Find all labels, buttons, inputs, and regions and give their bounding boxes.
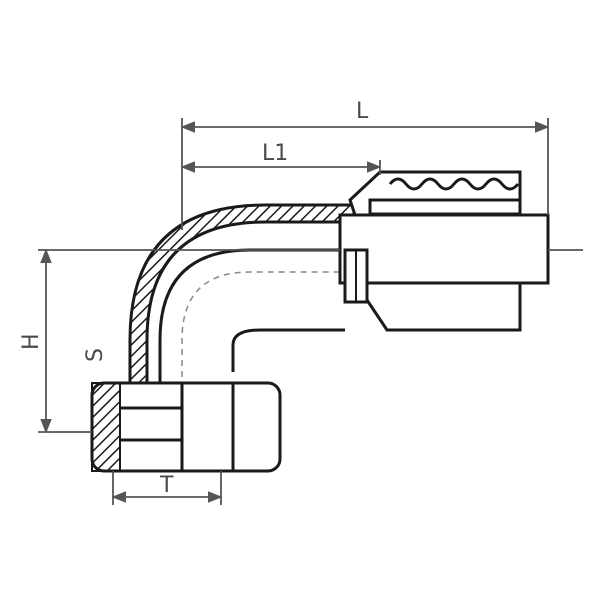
tube-outer-wall [231, 328, 345, 372]
ferrule-serrations [388, 177, 520, 191]
label-L: L [356, 99, 369, 124]
nut-section-hatch [91, 382, 121, 472]
bent-tube [128, 203, 372, 410]
label-S: S [83, 348, 108, 362]
dimension-lines [38, 118, 583, 505]
swivel-nut [90, 381, 282, 473]
label-L1: L1 [262, 141, 288, 166]
hose-ferrule [338, 170, 550, 332]
tube-centerline [181, 271, 340, 410]
label-T: T [159, 473, 174, 498]
nipple-lower-body [365, 283, 522, 332]
label-H: H [19, 333, 44, 350]
nut-thread [120, 406, 182, 442]
ferrule-sleeve [368, 198, 522, 216]
nipple-body [338, 213, 550, 285]
